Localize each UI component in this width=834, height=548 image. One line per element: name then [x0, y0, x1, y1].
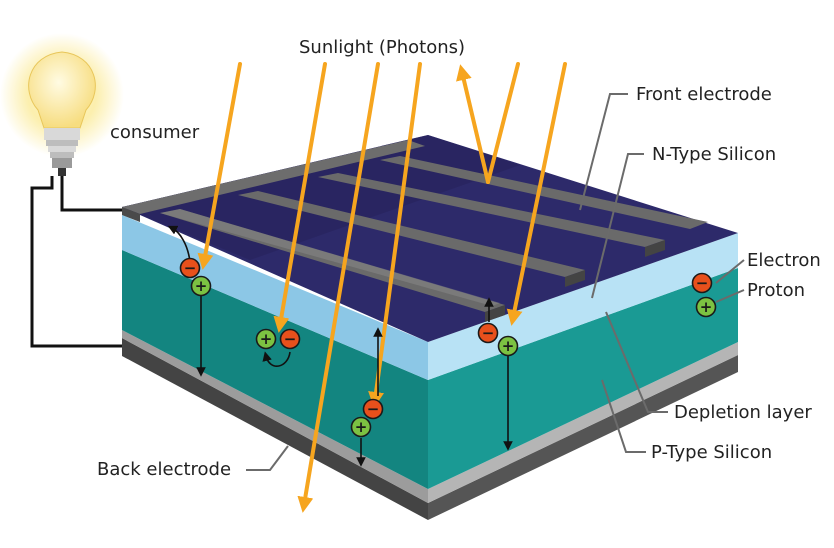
electron-icon: −: [279, 328, 301, 350]
svg-text:−: −: [284, 330, 297, 348]
p-type-layer-side: [428, 268, 738, 489]
svg-text:−: −: [184, 259, 197, 277]
carrier-arrows: [167, 225, 513, 467]
label-front-electrode: Front electrode: [636, 84, 772, 105]
charge-carriers: −++−−+−+−+: [179, 257, 717, 438]
circuit-wire: [60, 176, 122, 212]
electron-icon: −: [477, 322, 499, 344]
label-p-type-silicon: P-Type Silicon: [651, 442, 773, 463]
label-leader-lines: [246, 93, 745, 471]
label-proton: Proton: [747, 280, 806, 301]
back-electrode-layer: [122, 338, 428, 520]
svg-text:+: +: [195, 277, 208, 295]
label-sunlight: Sunlight (Photons): [299, 37, 466, 58]
svg-text:+: +: [700, 298, 713, 316]
label-depletion-layer: Depletion layer: [674, 402, 812, 423]
sunlight-ray-icon: [197, 62, 567, 513]
proton-icon: +: [190, 275, 212, 297]
svg-text:+: +: [260, 330, 273, 348]
svg-text:−: −: [696, 274, 709, 292]
proton-icon: +: [497, 335, 519, 357]
svg-text:−: −: [367, 400, 380, 418]
svg-text:+: +: [502, 337, 515, 355]
label-electron: Electron: [747, 250, 821, 271]
back-electrode-layer-side: [428, 355, 738, 520]
proton-icon: +: [695, 296, 717, 318]
proton-icon: +: [350, 416, 372, 438]
back-electrode-rim-side: [428, 342, 738, 503]
electron-icon: −: [362, 398, 384, 420]
electron-icon: −: [179, 257, 201, 279]
label-consumer: consumer: [110, 122, 200, 143]
svg-text:+: +: [355, 418, 368, 436]
proton-icon: +: [255, 328, 277, 350]
light-bulb-icon: [28, 51, 96, 176]
label-n-type-silicon: N-Type Silicon: [652, 144, 777, 165]
label-back-electrode: Back electrode: [97, 459, 232, 480]
electron-icon: −: [691, 272, 713, 294]
circuit-wire-back: [30, 176, 122, 348]
svg-text:−: −: [482, 324, 495, 342]
